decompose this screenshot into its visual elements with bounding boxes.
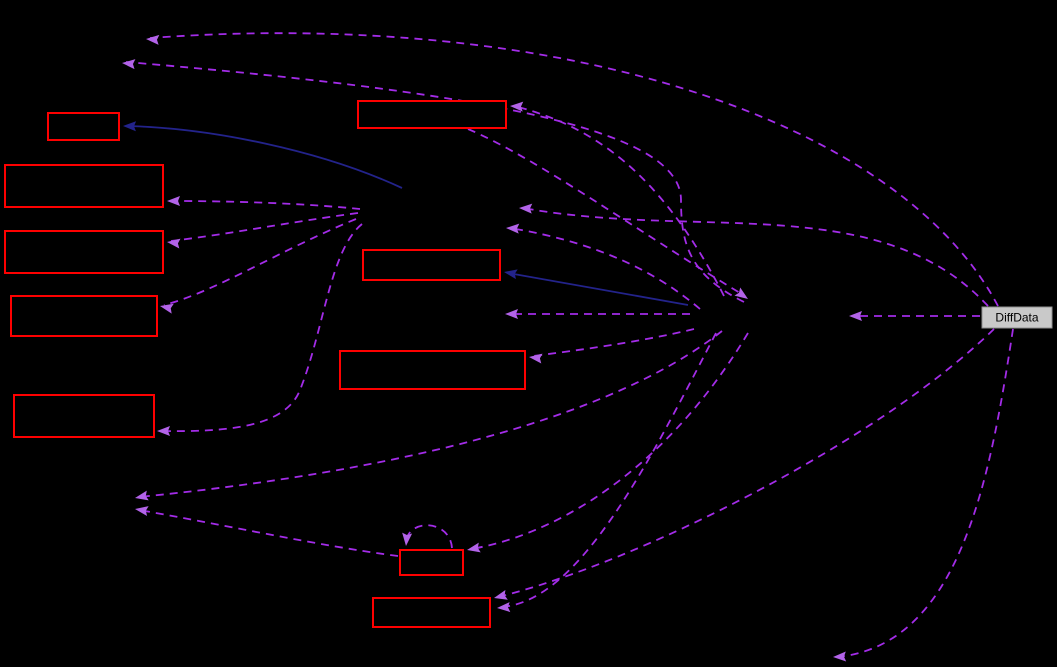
graph-node-box-3[interactable] bbox=[4, 230, 164, 274]
arrowhead-hub-to-box-9 bbox=[467, 542, 481, 553]
arrowhead-hub-to-topleft-2 bbox=[122, 59, 136, 70]
graph-node-box-2[interactable] bbox=[4, 164, 164, 208]
arrowhead-root-to-mid-label-1 bbox=[519, 203, 533, 214]
arrowhead-hub-to-mid-label-3 bbox=[505, 309, 518, 319]
edge-box-6-to-hub bbox=[467, 128, 746, 297]
edge-label-to-box-4 bbox=[163, 218, 357, 306]
arrowhead-label-to-box-4 bbox=[160, 303, 174, 314]
edge-hub-to-box-6 bbox=[513, 105, 725, 297]
edge-hub-to-topleft-2 bbox=[125, 61, 745, 303]
edge-box-9-to-bottomleft bbox=[138, 509, 399, 557]
edge-root-to-bottomright bbox=[836, 328, 1014, 658]
graph-node-root[interactable] bbox=[981, 306, 1053, 329]
arrowhead-box-6-to-hub bbox=[734, 287, 748, 299]
arrowhead-hub-to-box-10 bbox=[497, 602, 511, 613]
edge-root-to-mid-label-1 bbox=[522, 207, 989, 307]
arrowhead-box-9-self-loop bbox=[402, 532, 413, 546]
root-node-label: DiffData bbox=[995, 311, 1038, 325]
arrowhead-label-to-box-5 bbox=[157, 426, 170, 436]
edge-box-9-self-loop bbox=[405, 524, 453, 549]
graph-node-box-9[interactable] bbox=[399, 549, 464, 576]
edge-inherit-to-box-1 bbox=[126, 125, 403, 189]
arrowhead-box-9-to-bottomleft bbox=[135, 506, 149, 516]
edge-root-to-box-10 bbox=[497, 328, 995, 598]
arrowhead-label-to-box-2 bbox=[167, 196, 180, 206]
edge-root-to-topleft-1 bbox=[149, 32, 999, 307]
graph-node-box-5[interactable] bbox=[13, 394, 155, 438]
arrowhead-hub-to-box-6 bbox=[510, 101, 524, 112]
graph-node-box-1[interactable] bbox=[47, 112, 120, 141]
edge-hub-to-box-9 bbox=[470, 332, 749, 550]
graph-node-box-8[interactable] bbox=[339, 350, 526, 390]
arrowhead-root-to-box-10 bbox=[494, 590, 508, 600]
arrowhead-hub-to-bottomleft-1 bbox=[135, 490, 149, 501]
arrowhead-hub-to-mid-label-2 bbox=[506, 223, 520, 234]
arrowhead-inherit-to-box-7 bbox=[504, 269, 518, 280]
arrowhead-inherit-to-box-1 bbox=[123, 121, 137, 132]
graph-node-box-7[interactable] bbox=[362, 249, 501, 281]
edge-label-to-box-5 bbox=[160, 223, 363, 433]
edge-label-to-box-2 bbox=[170, 200, 361, 210]
graph-node-box-6[interactable] bbox=[357, 100, 507, 129]
graph-node-box-10[interactable] bbox=[372, 597, 491, 628]
arrowhead-hub-to-box-8 bbox=[529, 353, 543, 364]
arrowhead-root-to-hub bbox=[849, 311, 862, 321]
edge-hub-to-bottomleft-1 bbox=[138, 330, 723, 498]
edge-hub-to-mid-label-2 bbox=[509, 227, 701, 310]
arrowhead-root-to-bottomright bbox=[833, 651, 847, 662]
edge-inherit-to-box-7 bbox=[507, 272, 689, 306]
graph-node-box-4[interactable] bbox=[10, 295, 158, 337]
edge-hub-to-box-10 bbox=[500, 332, 717, 608]
edge-label-to-box-3 bbox=[170, 212, 359, 242]
arrowhead-root-to-topleft-1 bbox=[146, 34, 160, 45]
edge-hub-to-box-8 bbox=[532, 328, 695, 357]
arrowhead-label-to-box-3 bbox=[167, 238, 181, 249]
